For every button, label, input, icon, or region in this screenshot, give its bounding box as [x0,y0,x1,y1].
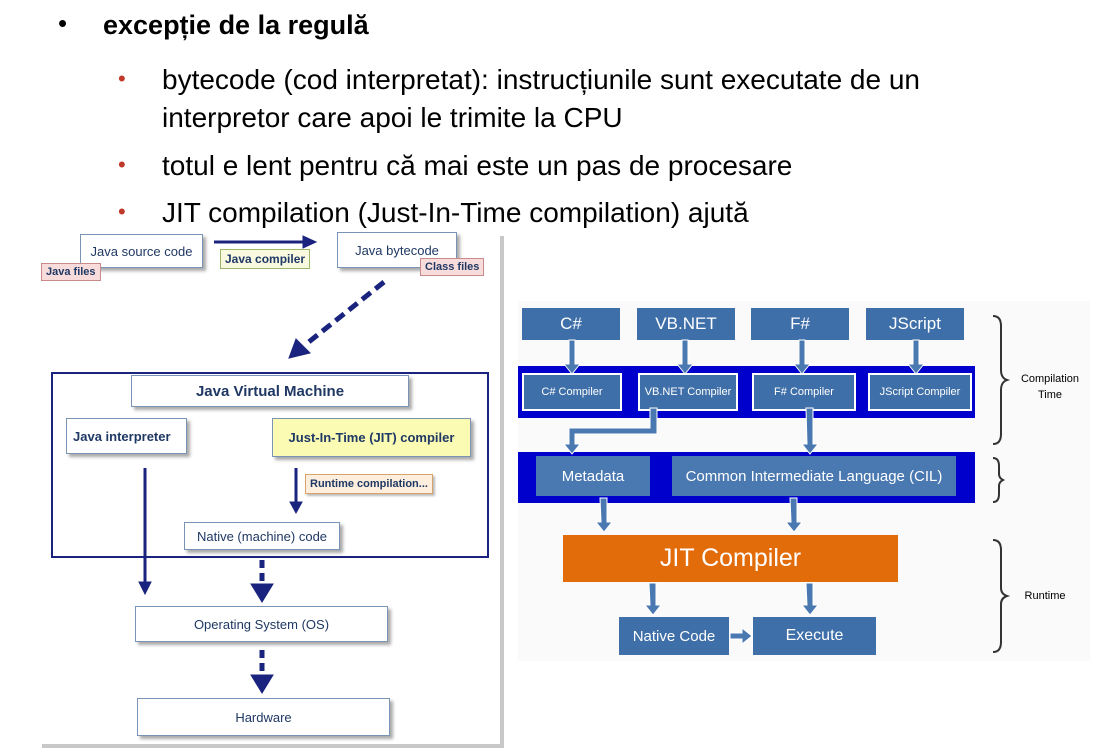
lang-box-vbnet: VB.NET [637,308,735,340]
jvm-title: Java Virtual Machine [195,382,345,400]
brace-runtime [992,539,1011,653]
compile-arrowhead [302,235,318,249]
metadata-box: Metadata [536,456,650,496]
bullet-marker: • [118,66,126,91]
bullet-item-1: totul e lent pentru că mai este un pas d… [162,150,793,181]
java-compiler-label: Java compiler [220,249,311,269]
native-machine-code-label: Native (machine) code [196,528,328,544]
native-to-os-arrowhead [250,583,274,603]
java-interpreter-label: Java interpreter [73,428,171,444]
compiler-box-fsharp: F# Compiler [752,373,856,411]
hardware-box: Hardware [137,698,390,736]
arrow-cil-to-jit [784,497,804,533]
lang-box-jscript: JScript [866,308,964,340]
runtime-compilation-label: Runtime compilation... [305,474,433,494]
operating-system-label: Operating System (OS) [193,616,330,632]
native-code-box: Native Code [619,617,729,655]
java-source-code-label: Java source code [90,243,193,259]
arrow-jscript-down [906,339,926,375]
jit-to-native-arrowhead [289,501,303,515]
jit-compiler-box: Just-In-Time (JIT) compiler [272,418,471,457]
runtime-label: Runtime [1024,590,1066,602]
java-bytecode-label: Java bytecode [355,242,439,258]
arrow-compiler-to-cil [800,407,820,455]
java-files-tag: Java files [41,263,101,281]
hardware-label: Hardware [235,709,292,725]
jit-compiler-label: Just-In-Time (JIT) compiler [288,430,455,445]
native-machine-code-box: Native (machine) code [184,522,340,550]
jit-compiler-dotnet-box: JIT Compiler [563,535,898,582]
bullet-item-0-line-2: interpretor care apoi le trimite la CPU [162,102,623,133]
compilation-time-label-line1: Compilation [1020,373,1080,385]
compiler-box-csharp: C# Compiler [522,373,622,411]
bullet-item-2: JIT compilation (Just-In-Time compilatio… [162,197,749,228]
arrow-jit-to-execute [800,582,820,616]
bullet-item-0-line-1: bytecode (cod interpretat): instrucțiuni… [162,64,920,95]
java-interpreter-box: Java interpreter [66,418,187,454]
os-to-hardware-arrowhead [250,674,274,694]
java-source-code-box: Java source code [80,234,203,268]
jvm-title-box: Java Virtual Machine [131,375,409,407]
arrow-native-to-execute [729,626,753,646]
bytecode-to-jvm-arrowhead [288,338,311,359]
arrow-metadata-to-jit [594,497,614,533]
operating-system-box: Operating System (OS) [135,606,388,642]
brace-intermediate [992,457,1006,503]
brace-compilation-time [992,315,1011,445]
interpreter-to-os-arrowhead [138,581,152,596]
compilation-time-label-line2: Time [1037,389,1063,401]
arrow-compiler-to-metadata [562,407,658,455]
arrow-vbnet-down [675,339,695,375]
arrow-jit-to-native [643,582,663,616]
class-files-tag: Class files [420,258,485,276]
bullet-marker: • [118,152,126,177]
compiler-box-vbnet: VB.NET Compiler [638,373,738,411]
compilation-time-label: Compilation Time [1015,373,1085,401]
bullet-marker: • [118,199,126,224]
bullet-level1: excepție de la regulă [103,10,369,40]
compiler-box-jscript: JScript Compiler [868,373,972,411]
arrow-fsharp-down [792,339,812,375]
execute-box: Execute [753,617,876,655]
bullet-level1-marker: • [58,8,68,38]
cil-box: Common Intermediate Language (CIL) [672,456,956,496]
lang-box-fsharp: F# [751,308,849,340]
lang-box-csharp: C# [522,308,620,340]
arrow-csharp-down [562,339,582,375]
